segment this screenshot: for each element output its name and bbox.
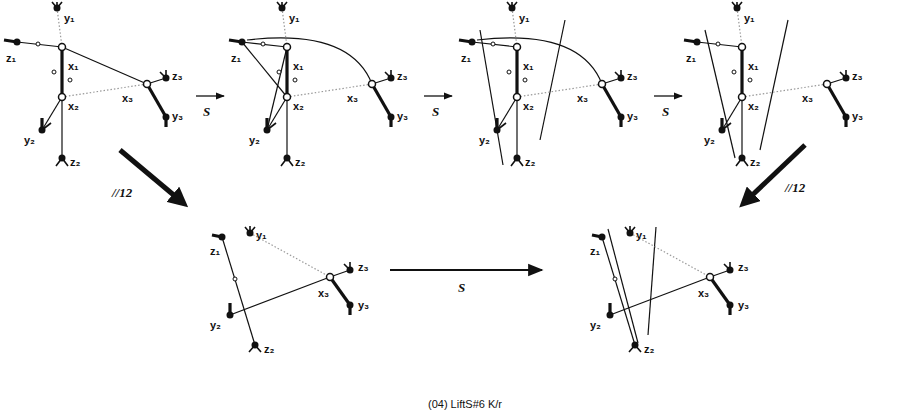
vertex-label: z₁	[6, 52, 16, 65]
vertex-label: x₁	[748, 60, 759, 73]
vertex-label: x₂	[68, 100, 79, 113]
vertex-label: x₂	[523, 100, 534, 113]
vertex-label: x₃	[318, 287, 329, 300]
vertex-label: z₂	[264, 343, 274, 356]
arrow-label: S	[458, 280, 465, 295]
vertex-label: z₁	[686, 52, 696, 65]
arrow-label: //12	[112, 185, 132, 200]
vertex-label: x₁	[293, 60, 304, 73]
vertex-label: y₁	[519, 12, 530, 25]
arrow-label: S	[203, 104, 210, 119]
graph-panel	[4, 2, 170, 166]
vertex-label: x₃	[122, 92, 133, 105]
vertex-label: z₃	[738, 261, 749, 274]
graph-panel	[212, 226, 354, 352]
step-arrow	[196, 95, 682, 96]
vertex-label: z₂	[750, 156, 760, 169]
vertex-label: y₁	[289, 12, 300, 25]
reduction-arrow	[120, 145, 805, 202]
vertex-label: z₃	[627, 70, 638, 83]
vertex-label: x₃	[802, 92, 813, 105]
vertex-label: z₁	[590, 245, 600, 258]
vertex-label: z₂	[644, 343, 654, 356]
vertex-label: y₁	[636, 229, 647, 242]
vertex-label: y₂	[24, 134, 35, 147]
vertex-label: y₁	[64, 12, 75, 25]
vertex-label: z₃	[358, 261, 369, 274]
vertex-label: z₂	[70, 156, 80, 169]
vertex-label: z₃	[397, 70, 408, 83]
vertex-label: z₂	[525, 156, 535, 169]
vertex-label: x₁	[523, 60, 534, 73]
vertex-label: x₂	[748, 100, 759, 113]
figure-caption: (04) LiftS#6 K/r	[428, 398, 502, 411]
graph-panel	[459, 2, 625, 166]
vertex-label: x₃	[577, 92, 588, 105]
vertex-label: y₃	[738, 299, 749, 312]
vertex-label: x₃	[347, 92, 358, 105]
vertex-label: z₁	[461, 52, 471, 65]
vertex-label: z₃	[172, 70, 183, 83]
vertex-label: x₁	[68, 60, 79, 73]
vertex-label: z₁	[231, 52, 241, 65]
vertex-label: y₃	[172, 110, 183, 123]
vertex-label: x₃	[698, 287, 709, 300]
vertex-label: y₂	[704, 134, 715, 147]
step-arrow	[390, 269, 542, 271]
vertex-label: z₂	[295, 156, 305, 169]
vertex-label: y₂	[249, 134, 260, 147]
vertex-label: y₂	[210, 319, 221, 332]
vertex-label: y₁	[744, 12, 755, 25]
graph-panel	[592, 226, 734, 352]
vertex-label: y₃	[397, 110, 408, 123]
vertex-label: y₃	[627, 110, 638, 123]
arrow-label: //12	[785, 180, 805, 195]
vertex-label: y₂	[479, 134, 490, 147]
vertex-label: y₃	[852, 110, 863, 123]
vertex-label: y₃	[358, 299, 369, 312]
vertex-label: y₁	[256, 229, 267, 242]
vertex-label: z₁	[210, 245, 220, 258]
vertex-label: y₂	[590, 319, 601, 332]
vertex-label: z₃	[852, 70, 863, 83]
vertex-label: x₂	[293, 100, 304, 113]
graph-panel	[229, 2, 395, 166]
graph-panel	[684, 2, 850, 166]
arrow-label: S	[432, 104, 439, 119]
arrow-label: S	[662, 104, 669, 119]
